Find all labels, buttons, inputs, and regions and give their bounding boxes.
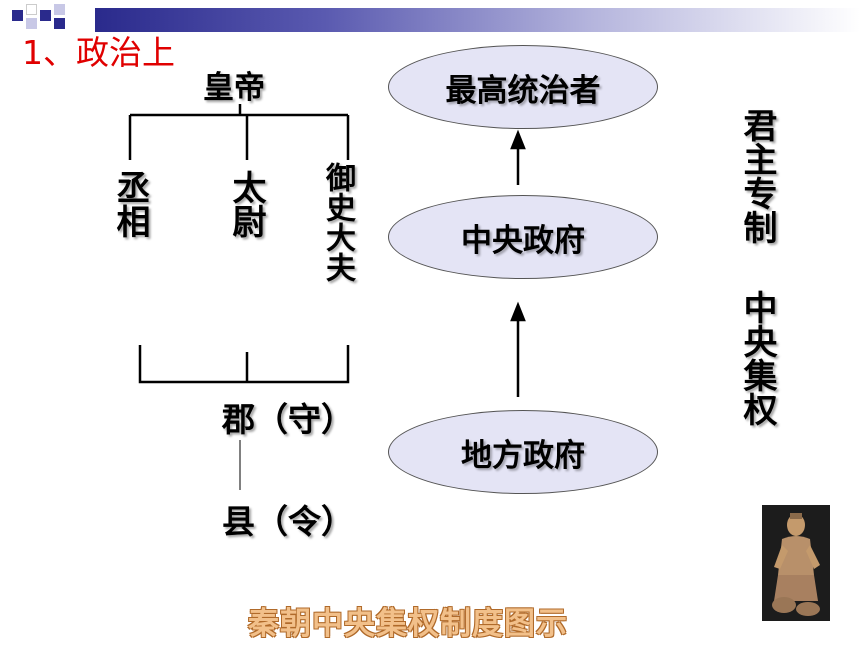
official-chancellor: 丞相	[110, 170, 150, 238]
emperor-label: 皇帝	[203, 70, 265, 106]
top-banner	[0, 0, 860, 36]
ellipse-central-government: 中央政府	[388, 195, 658, 279]
banner-square-icon	[54, 4, 65, 15]
local-government-label: 地方政府	[461, 437, 585, 474]
banner-gradient	[95, 8, 860, 32]
officials-bracket	[138, 345, 350, 384]
slide-title: 1、政治上	[22, 33, 175, 72]
emperor-bracket	[128, 104, 350, 160]
supreme-ruler-label: 最高统治者	[445, 72, 601, 109]
side-text-centralization: 中央集权	[737, 290, 777, 426]
county-label: 县（令）	[222, 502, 354, 541]
ellipse-local-government: 地方政府	[388, 410, 658, 494]
ellipse-supreme-ruler: 最高统治者	[388, 45, 658, 129]
hierarchy-arrows	[510, 129, 526, 397]
diagram-caption: 秦朝中央集权制度图示	[248, 606, 568, 642]
central-government-label: 中央政府	[461, 222, 585, 259]
banner-square-icon	[54, 18, 65, 29]
commandery-label: 郡（守）	[222, 400, 354, 439]
banner-square-icon	[26, 18, 37, 29]
official-defense: 太尉	[226, 170, 266, 238]
official-censor: 御史大夫	[320, 162, 355, 282]
terracotta-warrior-image	[762, 505, 830, 621]
banner-square-icon	[40, 10, 51, 21]
side-text-autocracy: 君主专制	[737, 108, 777, 244]
banner-square-icon	[12, 10, 23, 21]
banner-square-icon	[26, 4, 37, 15]
